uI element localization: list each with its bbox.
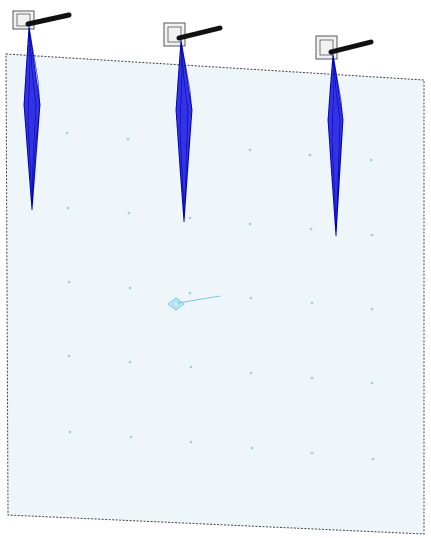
grid-point (66, 206, 70, 210)
grid-point (67, 280, 71, 284)
grid-point (248, 222, 252, 226)
grid-point (308, 153, 312, 157)
grid-point (310, 451, 314, 455)
grid-points (65, 131, 375, 461)
grid-point (188, 291, 192, 295)
grid-point (310, 301, 314, 305)
light-beam (327, 53, 344, 237)
grid-point (310, 376, 314, 380)
light-arm (328, 39, 374, 55)
grid-point (189, 365, 193, 369)
grid-point (128, 360, 132, 364)
panel-surface (5, 53, 425, 535)
light-fixture-left (12, 10, 72, 211)
light-beam (175, 39, 193, 223)
light-fixture-right (315, 35, 374, 237)
probe-marker (167, 295, 221, 311)
light-arm (25, 12, 72, 27)
grid-point (250, 446, 254, 450)
mount-bracket (163, 22, 186, 47)
light-fixture-center (163, 22, 223, 223)
mount-bracket (315, 35, 338, 60)
light-beam (23, 25, 41, 211)
mount-bracket-inner (167, 26, 182, 43)
grid-point (249, 371, 253, 375)
grid-point (188, 216, 192, 220)
grid-point (65, 131, 69, 135)
grid-point (127, 211, 131, 215)
mount-bracket-inner (16, 13, 31, 27)
mount-bracket-inner (319, 39, 334, 56)
grid-point (126, 137, 130, 141)
grid-point (67, 354, 71, 358)
grid-point (309, 227, 313, 231)
grid-point (248, 148, 252, 152)
grid-point (189, 440, 193, 444)
grid-point (369, 158, 373, 162)
grid-point (370, 307, 374, 311)
grid-point (371, 457, 375, 461)
grid-point (128, 286, 132, 290)
light-arm (176, 25, 223, 41)
grid-point (249, 296, 253, 300)
grid-point (370, 233, 374, 237)
grid-point (68, 430, 72, 434)
grid-point (129, 435, 133, 439)
grid-point (370, 381, 374, 385)
